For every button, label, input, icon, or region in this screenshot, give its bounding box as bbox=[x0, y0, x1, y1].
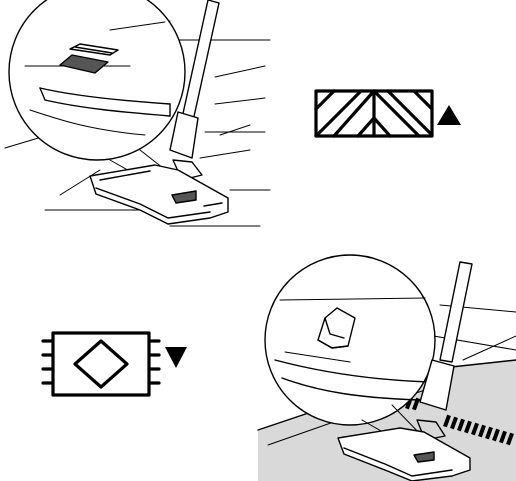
hard-floor-vacuum-illustration bbox=[4, 0, 271, 227]
hard-floor-setting bbox=[314, 89, 461, 138]
up-triangle-icon bbox=[437, 105, 461, 125]
down-triangle-icon bbox=[165, 347, 187, 368]
vacuum-nozzle-carpet bbox=[337, 427, 471, 481]
vacuum-wand-carpet bbox=[416, 261, 473, 441]
carpet-setting bbox=[41, 331, 187, 397]
rug-icon bbox=[41, 331, 161, 397]
carpet-vacuum-illustration bbox=[257, 254, 516, 481]
magnifier-circle bbox=[8, 0, 186, 161]
magnifier-circle-carpet bbox=[264, 254, 436, 426]
hard-floor-icon bbox=[314, 89, 434, 138]
vacuum-nozzle bbox=[89, 164, 229, 225]
